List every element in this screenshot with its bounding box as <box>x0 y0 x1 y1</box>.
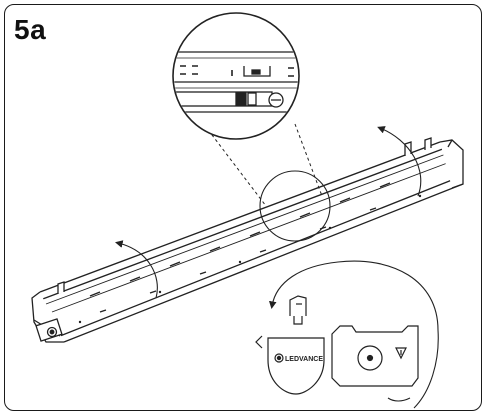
zoom-target-circle <box>259 170 331 242</box>
luminaire-body <box>31 137 464 343</box>
rotate-arrow-left <box>115 240 158 299</box>
sensor-rotate-arrow <box>268 260 439 409</box>
sensor-module <box>255 295 325 395</box>
step-label: 5a <box>14 14 47 45</box>
small-arrow <box>387 397 411 402</box>
rotate-arrow-right <box>377 126 422 197</box>
zoom-detail-top <box>172 12 300 140</box>
driver-box <box>331 325 419 387</box>
brand-label: LEDVANCE <box>285 356 323 363</box>
